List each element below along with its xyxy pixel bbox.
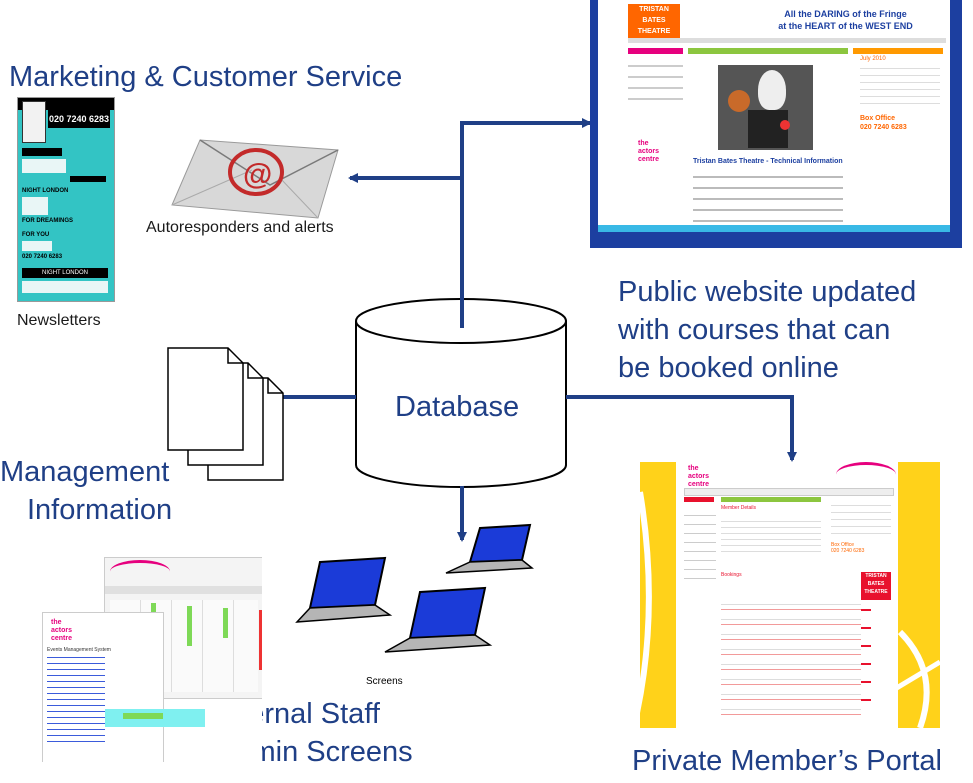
autoresponders-label: Autoresponders and alerts — [146, 219, 334, 236]
public-website-line: with courses that can — [618, 314, 891, 346]
box-office-line: 020 7240 6283 — [860, 124, 907, 131]
website-month: July 2010 — [860, 56, 886, 62]
email-envelope-icon: @ — [171, 139, 339, 219]
logo-line: centre — [688, 481, 710, 488]
newsletter-line: FOR DREAMINGS — [22, 218, 73, 224]
public-website-line: be booked online — [618, 352, 839, 384]
newsletters-label: Newsletters — [17, 312, 101, 329]
laptop-icon — [295, 556, 393, 623]
portal-thumbnail: the actors centre Member Details Booking… — [640, 462, 940, 728]
newsletter-line: NIGHT LONDON — [22, 188, 69, 194]
website-box-office: Box Office 020 7240 6283 — [860, 114, 907, 132]
database-label: Database — [395, 391, 520, 423]
document-stack-icon — [167, 347, 284, 481]
management-line: Information — [27, 494, 173, 526]
admin-centre-logo: the actors centre — [51, 619, 72, 643]
website-thumbnail: TRISTAN BATES THEATRE All the DARING of … — [590, 0, 962, 248]
logo-line: TRISTAN — [639, 6, 669, 13]
logo-line: BATES — [642, 17, 666, 24]
svg-text:@: @ — [243, 158, 272, 191]
logo-line: the — [638, 140, 649, 147]
management-line: Management — [0, 456, 170, 488]
box-office-line: Box Office — [831, 542, 854, 548]
website-calendar — [860, 66, 940, 110]
portal-centre-logo: the actors centre — [688, 465, 709, 489]
logo-line: actors — [638, 148, 660, 155]
newsletter-thumbnail: 020 7240 6283 NIGHT LONDON FOR DREAMINGS… — [17, 97, 115, 302]
logo-line: actors — [688, 473, 710, 480]
website-tagline: All the DARING of the Fringe at the HEAR… — [748, 8, 943, 32]
arrow-to-website — [460, 118, 592, 328]
public-website-line: Public website updated — [618, 276, 917, 308]
laptop-icon — [384, 586, 493, 653]
newsletter-line: NIGHT LONDON — [22, 268, 108, 278]
laptop-icon — [445, 523, 534, 574]
website-centre-logo: the actors centre — [638, 140, 659, 164]
portal-box-office: Box Office 020 7240 6283 — [831, 542, 864, 554]
tagline-line: at the HEART of the WEST END — [778, 21, 913, 31]
logo-line: THEATRE — [637, 28, 671, 35]
screens-label: Screens — [366, 676, 403, 687]
portal-tbt-logo: TRISTAN BATES THEATRE — [861, 572, 891, 600]
portal-background-swooshes — [640, 491, 940, 728]
logo-line: actors — [51, 627, 73, 634]
tagline-line: All the DARING of the Fringe — [784, 9, 907, 19]
portal-label: Private Member’s Portal — [632, 745, 942, 777]
website-section-title: Tristan Bates Theatre - Technical Inform… — [693, 158, 843, 165]
tbt-logo: TRISTAN BATES THEATRE — [628, 4, 680, 38]
admin-thumbnail: the actors centre Events Management Syst… — [42, 552, 262, 762]
management-label: Management Information — [0, 453, 172, 529]
admin-title: Events Management System — [47, 647, 111, 653]
box-office-line: Box Office — [860, 115, 896, 122]
logo-line: centre — [51, 635, 73, 642]
website-photo — [718, 65, 813, 150]
logo-line: BATES — [867, 581, 885, 587]
portal-heading: Bookings — [721, 572, 742, 578]
logo-line: THEATRE — [864, 589, 888, 595]
logo-line: TRISTAN — [865, 573, 887, 579]
logo-line: the — [688, 465, 699, 472]
logo-line: the — [51, 619, 62, 626]
newsletter-line: 020 7240 6283 — [22, 254, 63, 260]
arrow-to-portal — [566, 395, 797, 462]
newsletter-line: FOR YOU — [22, 232, 50, 238]
marketing-label: Marketing & Customer Service — [9, 61, 403, 93]
logo-line: centre — [638, 156, 660, 163]
newsletter-phone: 020 7240 6283 — [48, 110, 110, 128]
box-office-line: 020 7240 6283 — [831, 548, 865, 554]
public-website-label: Public website updated with courses that… — [618, 273, 916, 387]
portal-heading: Member Details — [721, 505, 757, 511]
